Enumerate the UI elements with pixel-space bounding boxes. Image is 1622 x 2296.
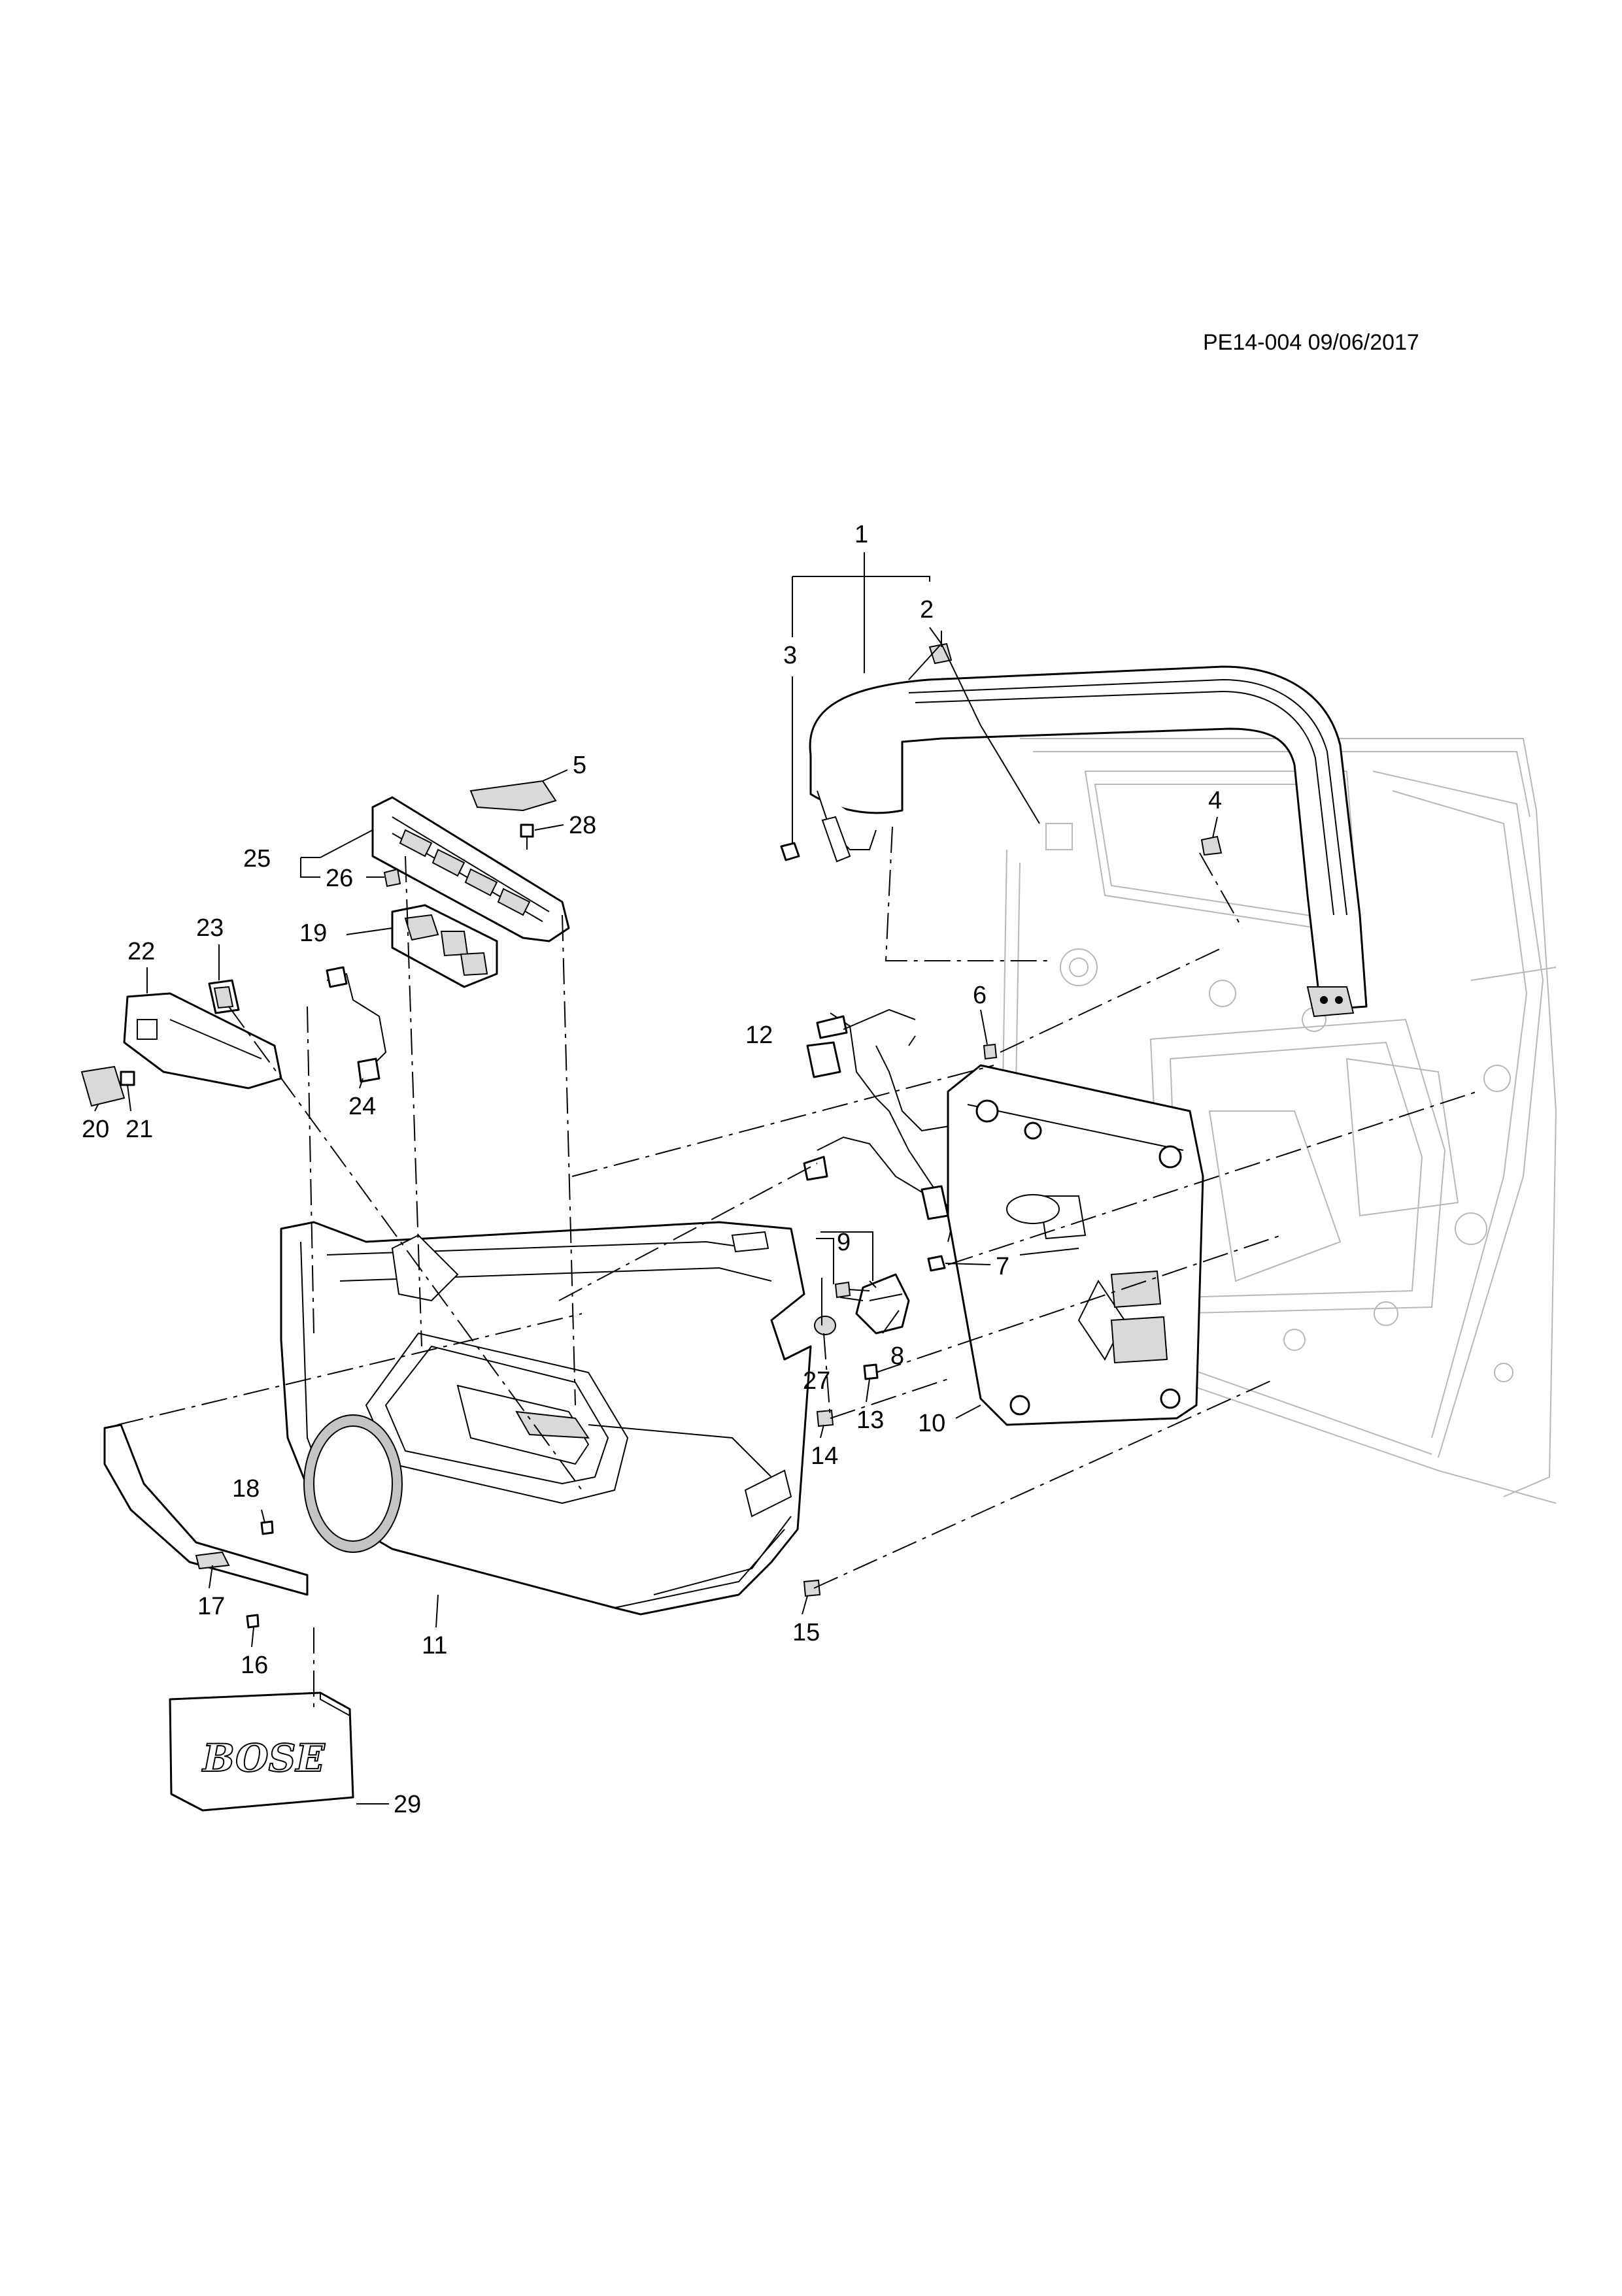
part-10-module-panel	[947, 1064, 1204, 1426]
callout-24: 24	[348, 1093, 376, 1120]
part-5-cover	[469, 780, 557, 812]
callout-16: 16	[241, 1652, 268, 1679]
assembly-lines	[117, 826, 1478, 1712]
callout-17: 17	[197, 1593, 225, 1620]
bose-badge-text: BOSE	[201, 1736, 326, 1780]
callout-22: 22	[127, 938, 155, 965]
callout-2: 2	[920, 596, 934, 624]
part-6-clip	[983, 1043, 998, 1060]
callout-20: 20	[82, 1116, 109, 1143]
callout-15: 15	[792, 1619, 820, 1646]
part-24-harness	[326, 966, 387, 1083]
callout-19: 19	[299, 920, 327, 947]
part-18-screw	[260, 1520, 274, 1535]
callout-28: 28	[569, 812, 596, 839]
callout-9: 9	[837, 1229, 851, 1256]
callout-26: 26	[326, 865, 353, 892]
part-11-door-trim-panel	[280, 1221, 812, 1616]
part-15-clip	[803, 1579, 821, 1597]
part-9-screw	[834, 1281, 870, 1299]
callout-6: 6	[973, 982, 987, 1009]
callout-23: 23	[196, 914, 224, 942]
callout-1: 1	[854, 521, 868, 548]
callout-27: 27	[803, 1367, 830, 1395]
part-13-clip	[863, 1363, 879, 1380]
part-28-screw	[520, 824, 534, 850]
document-code: PE14-004 09/06/2017	[1203, 330, 1419, 355]
callout-11: 11	[422, 1632, 447, 1659]
part-26-clip	[383, 868, 401, 888]
callout-13: 13	[856, 1406, 884, 1434]
callout-labels: 1 2 3 4 5 6 7 8 9 10 11 12 13 14 15 16 1…	[82, 521, 1222, 1818]
callout-12: 12	[745, 1022, 773, 1049]
part-27-grommet	[814, 1316, 836, 1335]
part-21-screw	[120, 1071, 135, 1086]
part-7-pin	[927, 1255, 946, 1272]
callout-8: 8	[890, 1342, 904, 1370]
callout-4: 4	[1208, 787, 1222, 814]
part-19-window-switch	[391, 904, 498, 988]
part-8-bracket	[855, 1273, 910, 1335]
door-frame-ghost	[999, 738, 1557, 1504]
part-14-clip	[816, 1409, 834, 1427]
callout-21: 21	[126, 1116, 153, 1143]
callout-10: 10	[918, 1410, 945, 1437]
part-25-switch-bezel	[371, 796, 570, 942]
part-17-trim-strip	[103, 1423, 309, 1596]
callout-3: 3	[783, 642, 797, 669]
callout-5: 5	[573, 752, 586, 779]
callout-leaders	[94, 552, 1218, 1805]
part-1-upper-trim	[809, 665, 1368, 1018]
part-16-screw	[246, 1614, 260, 1629]
part-3-clip	[780, 816, 851, 863]
callout-29: 29	[394, 1791, 421, 1818]
part-29-badge: BOSE	[169, 1691, 354, 1812]
part-20-cap	[80, 1065, 126, 1107]
part-23-switch	[208, 979, 240, 1014]
callout-25: 25	[243, 845, 271, 873]
callout-14: 14	[811, 1442, 838, 1470]
callout-18: 18	[232, 1475, 260, 1503]
part-22-handle-housing	[123, 992, 282, 1090]
callout-7: 7	[996, 1253, 1009, 1280]
part-4-clip	[1200, 835, 1223, 856]
